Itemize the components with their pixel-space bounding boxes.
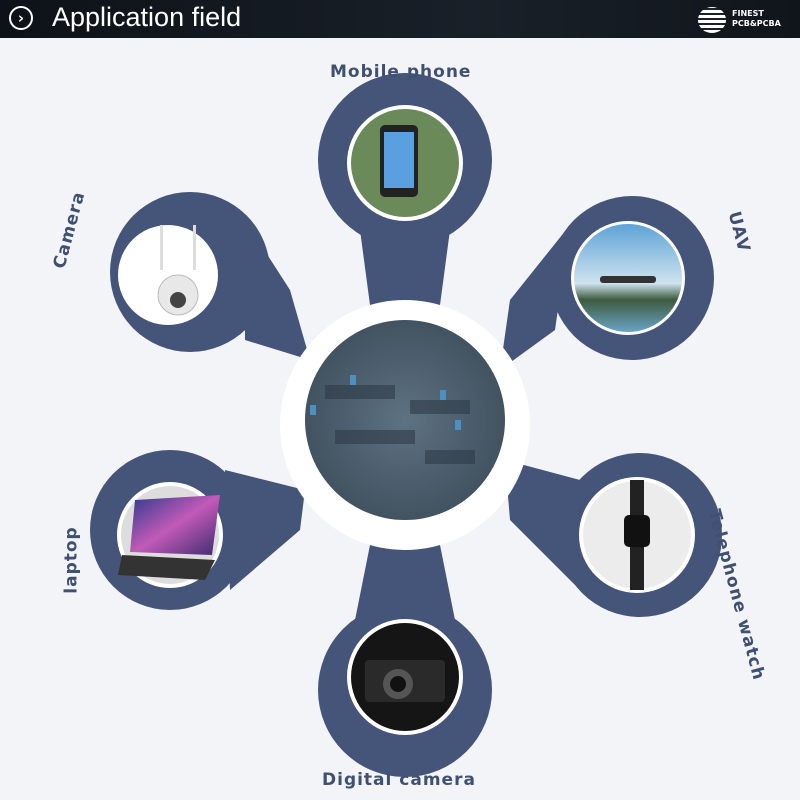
- logo-icon: [698, 7, 726, 33]
- label-mobile-phone: Mobile phone: [330, 62, 472, 82]
- chevron-right-circle-icon: ›: [9, 6, 33, 30]
- page-title: Application field: [52, 2, 242, 32]
- label-digital-camera: Digital camera: [322, 770, 476, 790]
- label-laptop: laptop: [61, 526, 82, 594]
- pcb-image: [305, 320, 505, 520]
